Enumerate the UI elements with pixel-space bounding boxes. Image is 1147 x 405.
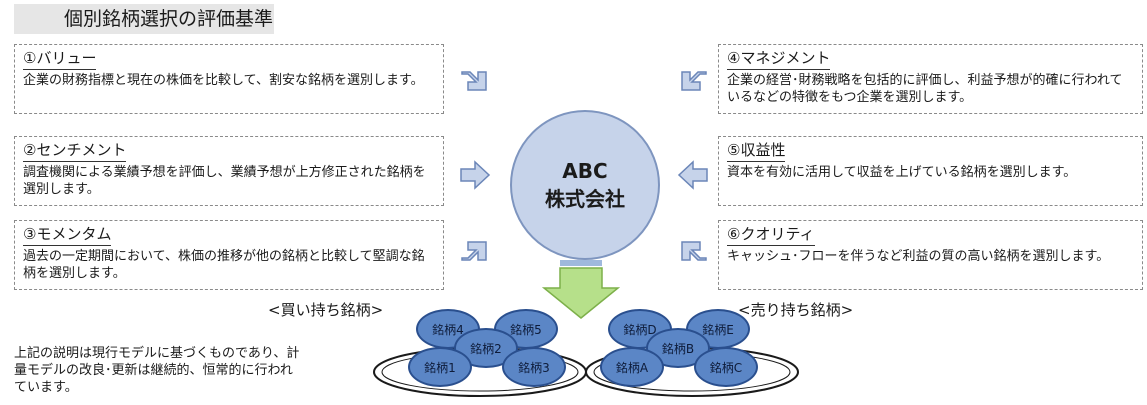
hub-line-1: ABC bbox=[562, 159, 608, 183]
criterion-heading: ⑤収益性 bbox=[727, 141, 786, 162]
criterion-profitability-box: ⑤収益性 資本を有効に活用して収益を上げている銘柄を選別します。 bbox=[718, 136, 1143, 206]
criterion-heading: ②センチメント bbox=[23, 141, 127, 162]
criterion-text: 調査機関による業績予想を評価し、業績予想が上方修正された銘柄を選別します。 bbox=[23, 165, 426, 197]
criterion-management-box: ④マネジメント 企業の経営･財務戦略を包括的に評価し、利益予想が的確に行われてい… bbox=[718, 44, 1143, 114]
criterion-text: 企業の経営･財務戦略を包括的に評価し、利益予想が的確に行われているなどの特徴をも… bbox=[727, 73, 1123, 105]
criterion-heading: ⑥クオリティ bbox=[727, 225, 815, 246]
arrow-down-left-icon bbox=[681, 71, 707, 91]
criterion-heading: ①バリュー bbox=[23, 49, 97, 70]
criterion-text: 資本を有効に活用して収益を上げている銘柄を選別します。 bbox=[727, 165, 1077, 180]
diagram-title: 個別銘柄選択の評価基準 bbox=[14, 4, 274, 34]
company-hub-circle: ABC 株式会社 bbox=[510, 110, 660, 260]
buy-group-label: <買い持ち銘柄> bbox=[268, 301, 384, 319]
criterion-quality-box: ⑥クオリティ キャッシュ･フローを伴うなど利益の質の高い銘柄を選別します。 bbox=[718, 220, 1143, 290]
criterion-value-box: ①バリュー 企業の財務指標と現在の株価を比較して、割安な銘柄を選別します。 bbox=[14, 44, 444, 114]
criterion-heading: ④マネジメント bbox=[727, 49, 831, 70]
model-note: 上記の説明は現行モデルに基づくものであり、計量モデルの改良･更新は継続的、恒常的… bbox=[14, 346, 300, 395]
criterion-sentiment-box: ②センチメント 調査機関による業績予想を評価し、業績予想が上方修正された銘柄を選… bbox=[14, 136, 444, 206]
sell-group-label: <売り持ち銘柄> bbox=[738, 301, 854, 319]
criterion-momentum-box: ③モメンタム 過去の一定期間において、株価の推移が他の銘柄と比較して堅調な銘柄を… bbox=[14, 220, 444, 290]
stock-bubble: 銘柄1 bbox=[408, 347, 472, 387]
arrow-right-icon bbox=[460, 160, 491, 190]
stock-bubble: 銘柄3 bbox=[502, 347, 566, 387]
criterion-text: 企業の財務指標と現在の株価を比較して、割安な銘柄を選別します。 bbox=[23, 73, 424, 88]
arrow-up-right-icon bbox=[461, 241, 487, 261]
criterion-text: 過去の一定期間において、株価の推移が他の銘柄と比較して堅調な銘柄を選別します。 bbox=[23, 249, 425, 281]
criterion-text: キャッシュ･フローを伴うなど利益の質の高い銘柄を選別します。 bbox=[727, 249, 1110, 264]
arrow-up-left-icon bbox=[681, 241, 707, 261]
criterion-heading: ③モメンタム bbox=[23, 225, 112, 246]
arrow-down-icon bbox=[541, 260, 621, 319]
arrow-down-right-icon bbox=[461, 71, 487, 91]
arrow-left-icon bbox=[677, 160, 708, 190]
stock-bubble: 銘柄A bbox=[600, 347, 664, 387]
stock-bubble: 銘柄C bbox=[694, 347, 758, 387]
hub-line-2: 株式会社 bbox=[545, 187, 625, 211]
